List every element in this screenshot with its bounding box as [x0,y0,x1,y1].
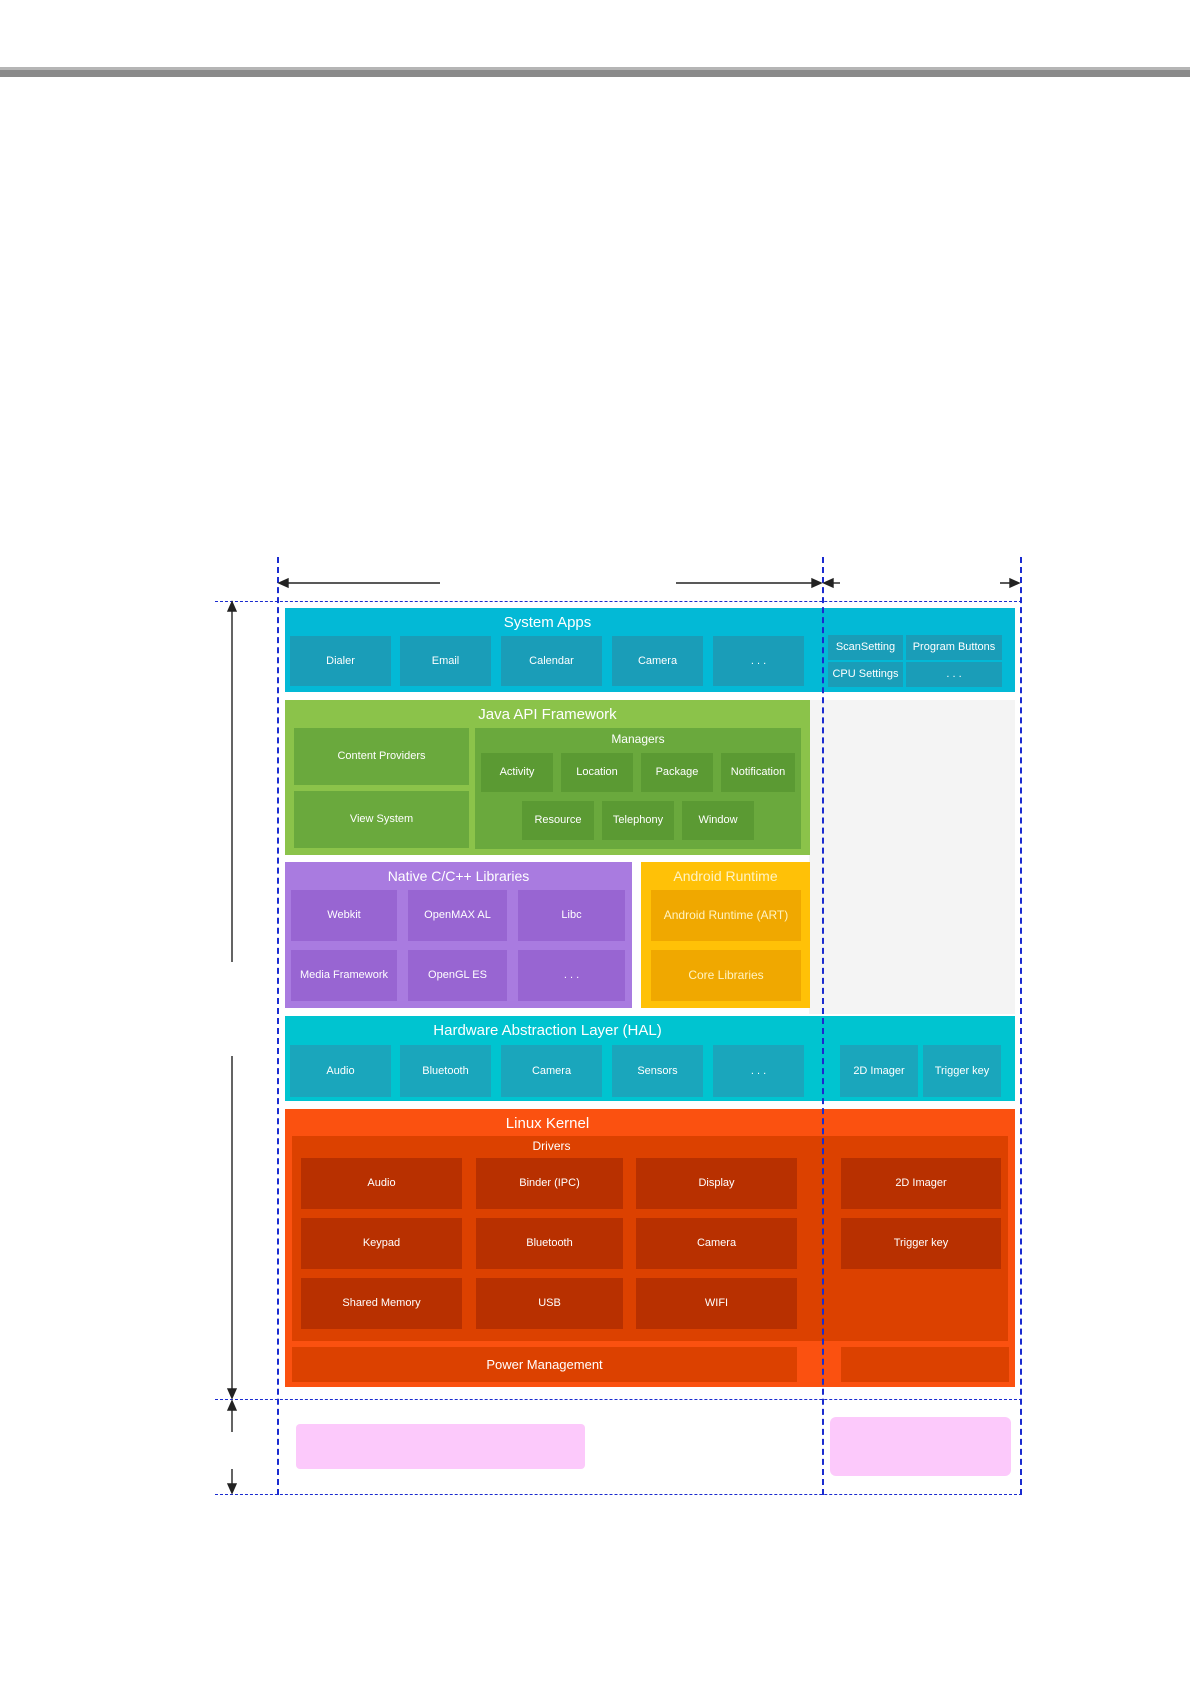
app-side-more: . . . [906,662,1002,687]
guide-line-bottom [215,1494,1022,1495]
app-program-buttons: Program Buttons [906,635,1002,660]
lib-media-framework: Media Framework [291,950,397,1001]
manager-notification: Notification [721,753,795,792]
lib-webkit: Webkit [291,890,397,941]
app-calendar: Calendar [501,636,602,686]
manager-window: Window [682,801,754,840]
hal-layer: Hardware Abstraction Layer (HAL) Audio B… [285,1016,1015,1101]
manager-activity: Activity [481,753,553,792]
manager-location: Location [561,753,633,792]
driver-bluetooth: Bluetooth [476,1218,623,1269]
driver-wifi: WIFI [636,1278,797,1329]
app-dialer: Dialer [290,636,391,686]
android-runtime-layer: Android Runtime Android Runtime (ART) Co… [641,862,810,1008]
hal-bluetooth: Bluetooth [400,1045,491,1097]
horizontal-arrow-left [277,577,823,589]
driver-shared-memory: Shared Memory [301,1278,462,1329]
app-camera: Camera [612,636,703,686]
managers-group: Managers Activity Location Package Notif… [475,728,801,849]
lib-opengl-es: OpenGL ES [408,950,507,1001]
hal-trigger-key: Trigger key [923,1045,1001,1097]
system-apps-title: System Apps [503,614,592,631]
guide-line-middle [822,557,824,1495]
drivers-title: Drivers [532,1139,571,1153]
managers-title: Managers [611,732,665,746]
app-cpu-settings: CPU Settings [828,662,903,687]
manager-telephony: Telephony [602,801,674,840]
hal-camera: Camera [501,1045,602,1097]
header-rule [0,67,1190,77]
app-scansetting: ScanSetting [828,635,903,660]
vertical-arrow-hardware [226,1399,238,1495]
hal-sensors: Sensors [612,1045,703,1097]
java-api-title: Java API Framework [478,706,617,723]
linux-kernel-title: Linux Kernel [505,1115,590,1132]
driver-binder-ipc: Binder (IPC) [476,1158,623,1209]
guide-line-right [1020,557,1022,1495]
hal-audio: Audio [290,1045,391,1097]
java-api-layer: Java API Framework Content Providers Vie… [285,700,810,855]
vertical-arrow-software [226,600,238,1400]
view-system: View System [294,791,469,848]
hardware-box-left [296,1424,585,1469]
driver-usb: USB [476,1278,623,1329]
power-management-side [841,1347,1009,1382]
power-management: Power Management [292,1347,797,1382]
hardware-box-right [830,1417,1011,1476]
lib-openmax-al: OpenMAX AL [408,890,507,941]
native-libraries-title: Native C/C++ Libraries [387,868,530,884]
art-runtime: Android Runtime (ART) [651,890,801,941]
driver-audio: Audio [301,1158,462,1209]
linux-kernel-layer: Linux Kernel Drivers Audio Binder (IPC) … [285,1109,1015,1387]
guide-line-top [215,601,1022,602]
driver-trigger-key: Trigger key [841,1218,1001,1269]
hal-2d-imager: 2D Imager [840,1045,918,1097]
drivers-group: Drivers Audio Binder (IPC) Display Keypa… [292,1136,1008,1341]
app-more: . . . [713,636,804,686]
app-email: Email [400,636,491,686]
right-empty-panel [809,700,1015,1014]
native-libraries-layer: Native C/C++ Libraries Webkit OpenMAX AL… [285,862,632,1008]
driver-camera: Camera [636,1218,797,1269]
manager-package: Package [641,753,713,792]
driver-keypad: Keypad [301,1218,462,1269]
core-libraries: Core Libraries [651,950,801,1001]
driver-2d-imager: 2D Imager [841,1158,1001,1209]
driver-display: Display [636,1158,797,1209]
hal-title: Hardware Abstraction Layer (HAL) [433,1022,662,1039]
guide-line-left [277,557,279,1495]
android-runtime-title: Android Runtime [673,868,778,884]
hal-more: . . . [713,1045,804,1097]
horizontal-arrow-right [822,577,1021,589]
content-providers: Content Providers [294,728,469,785]
guide-line-mid [215,1399,1022,1400]
lib-libc: Libc [518,890,625,941]
system-apps-layer: System Apps Dialer Email Calendar Camera… [285,608,1015,692]
lib-more: . . . [518,950,625,1001]
manager-resource: Resource [522,801,594,840]
